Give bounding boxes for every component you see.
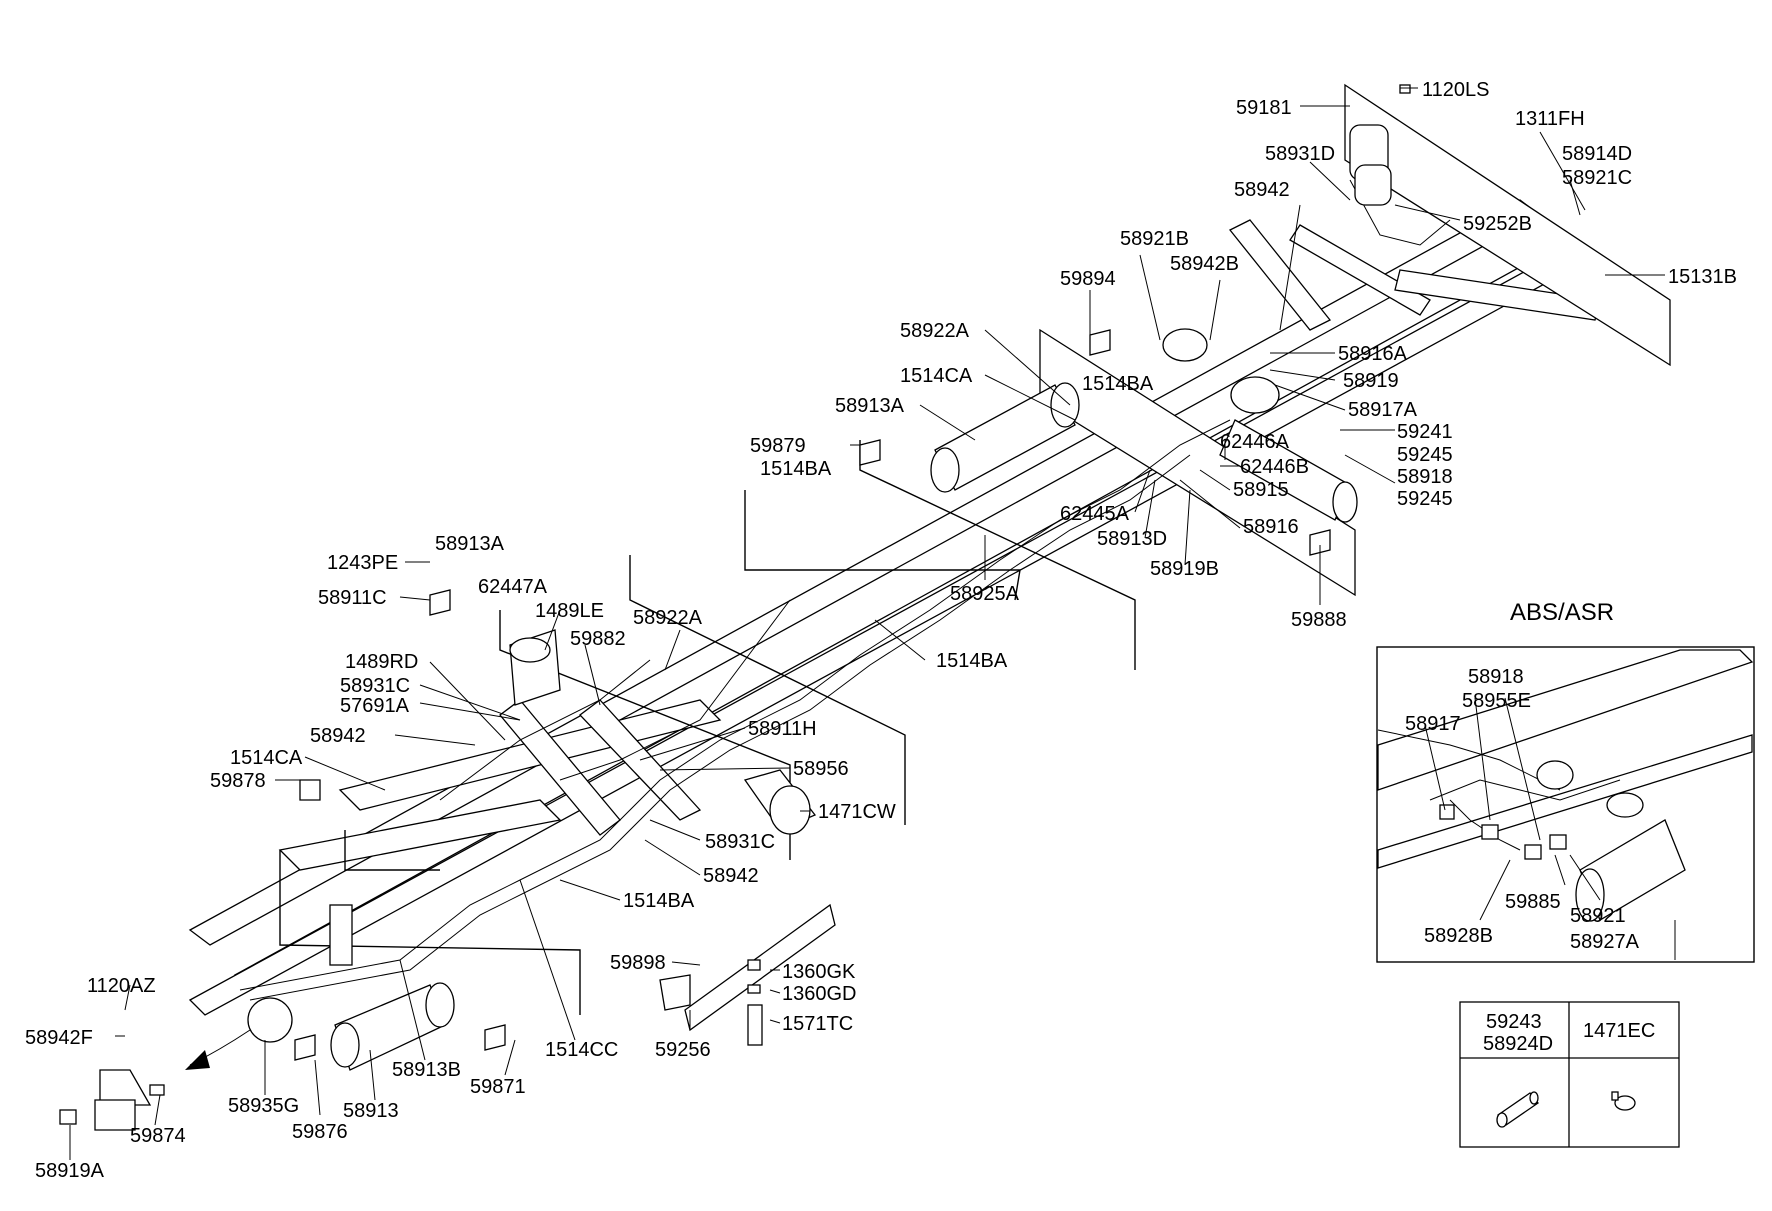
callout-label: 58916	[1243, 516, 1299, 538]
callout-label: 59894	[1060, 268, 1116, 290]
callout-label: 58916A	[1338, 343, 1408, 365]
callout-label: 58942	[310, 725, 366, 747]
fitting-legend-table: 59243 58924D 1471EC	[1459, 1001, 1680, 1148]
callout-label: 58921C	[1562, 167, 1632, 189]
hose-clamp-icon	[1611, 1091, 1636, 1111]
callout-label: 59245	[1397, 444, 1453, 466]
callout-label: 62445A	[1060, 503, 1130, 525]
callout-label: 1243PE	[327, 552, 398, 574]
callout-label: 59878	[210, 770, 266, 792]
callout-label: 58931C	[340, 675, 410, 697]
callout-label: 59898	[610, 952, 666, 974]
callout-label: 59879	[750, 435, 806, 457]
callout-label: 58942	[1234, 179, 1290, 201]
callout-label: 1489LE	[535, 600, 604, 622]
inset-callout-label: 59885	[1505, 891, 1561, 913]
legend-cell-label: 59243	[1486, 1011, 1542, 1033]
callout-label: 59874	[130, 1125, 186, 1147]
callout-label: 1514BA	[1082, 373, 1154, 395]
legend-cell-label: 1471EC	[1583, 1020, 1655, 1042]
callout-label: 1120AZ	[87, 975, 156, 997]
callout-label: 1514BA	[623, 890, 695, 912]
callout-label: 58913A	[435, 533, 505, 555]
callout-label: 1514CA	[900, 365, 973, 387]
callout-labels: 1120LS 59181 1311FH 58931D 58914D 58921C…	[25, 79, 1737, 1182]
callout-label: 58956	[793, 758, 849, 780]
callout-label: 59245	[1397, 488, 1453, 510]
callout-label: 1571TC	[782, 1013, 853, 1035]
callout-label: 58925A	[950, 583, 1020, 605]
callout-label: 1514BA	[760, 458, 832, 480]
callout-label: 58919B	[1150, 558, 1219, 580]
callout-label: 1311FH	[1515, 108, 1585, 130]
callout-label: 1514CC	[545, 1039, 618, 1061]
callout-label: 1360GD	[782, 983, 857, 1005]
callout-label: 58917A	[1348, 399, 1418, 421]
callout-label: 58919A	[35, 1160, 105, 1182]
callout-label: 58913B	[392, 1059, 461, 1081]
air-tank-middle	[930, 382, 1080, 493]
canister-upper	[1349, 124, 1392, 206]
callout-label: 58918	[1397, 466, 1453, 488]
callout-label: 62446B	[1240, 456, 1309, 478]
legend-cell-label: 58924D	[1483, 1033, 1553, 1055]
callout-label: 58911C	[318, 587, 387, 609]
callout-label: 58935G	[228, 1095, 299, 1117]
callout-label: 59888	[1291, 609, 1347, 631]
front-valve-assembly	[59, 904, 353, 1131]
callout-label: 58915	[1233, 479, 1289, 501]
air-tank-front-right	[743, 769, 817, 835]
callout-label: 57691A	[340, 695, 410, 717]
callout-label: 58913A	[835, 395, 905, 417]
callout-label: 58919	[1343, 370, 1399, 392]
callout-label: 59876	[292, 1121, 348, 1143]
callout-label: 1360GK	[782, 961, 856, 983]
leader-lines	[69, 87, 1665, 1160]
air-tank-front-left	[509, 629, 561, 706]
callout-label: 59252B	[1463, 213, 1532, 235]
inset-callout-label: 58927A	[1570, 931, 1640, 953]
callout-label: 62447A	[478, 576, 548, 598]
callout-label: 59871	[470, 1076, 526, 1098]
callout-label: 58942B	[1170, 253, 1239, 275]
callout-label: 59181	[1236, 97, 1292, 119]
callout-label: 58942	[703, 865, 759, 887]
callout-label: 1471CW	[818, 801, 896, 823]
brake-chamber-rear	[1162, 328, 1280, 414]
air-tank-front-bottom	[330, 982, 455, 1071]
inset-callout-label: 58928B	[1424, 925, 1493, 947]
callout-label: 15131B	[1668, 266, 1737, 288]
callout-label: 1120LS	[1422, 79, 1489, 101]
callout-label: 58931C	[705, 831, 775, 853]
brackets	[294, 84, 1411, 1061]
callout-label: 62446A	[1220, 431, 1290, 453]
callout-label: 1514BA	[936, 650, 1008, 672]
callout-label: 58922A	[900, 320, 970, 342]
callout-label: 1514CA	[230, 747, 303, 769]
callout-label: 58914D	[1562, 143, 1632, 165]
inset-title: ABS/ASR	[1510, 599, 1614, 626]
abs-asr-inset: ABS/ASR 58918 58955E 58917 59	[1376, 599, 1755, 963]
components	[59, 84, 1411, 1131]
callout-label: 1489RD	[345, 651, 418, 673]
callout-label: 58921B	[1120, 228, 1189, 250]
callout-label: 58913	[343, 1100, 399, 1122]
callout-label: 59241	[1397, 421, 1453, 443]
connector-fitting-icon	[1496, 1091, 1539, 1128]
callout-label: 59882	[570, 628, 626, 650]
inset-callout-label: 58918	[1468, 666, 1524, 688]
callout-label: 58913D	[1097, 528, 1167, 550]
inset-callout-label: 58921	[1570, 905, 1626, 927]
inset-callout-label: 58917	[1405, 713, 1461, 735]
callout-label: 58911H	[748, 718, 817, 740]
callout-label: 58931D	[1265, 143, 1335, 165]
callout-label: 58922A	[633, 607, 703, 629]
callout-label: 59256	[655, 1039, 711, 1061]
callout-label: 58942F	[25, 1027, 93, 1049]
inset-drawing	[1377, 649, 1754, 960]
inset-callout-label: 58955E	[1462, 690, 1531, 712]
